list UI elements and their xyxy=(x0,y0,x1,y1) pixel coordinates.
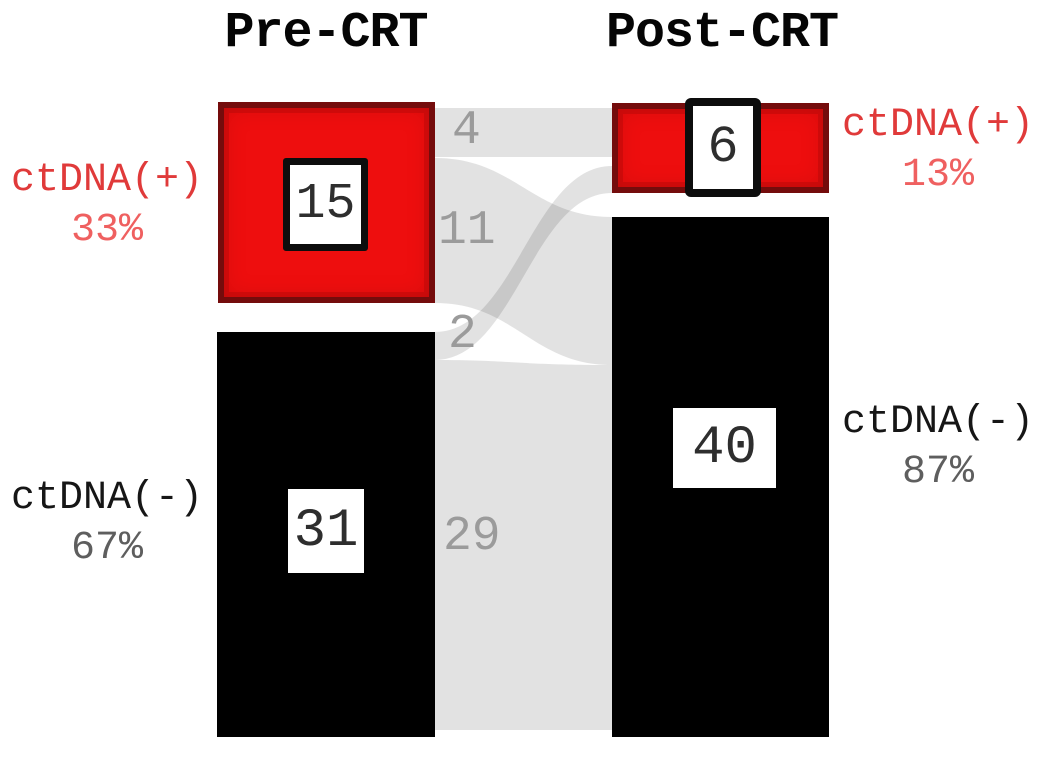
flow-ribbon-pos-to-neg xyxy=(435,158,612,365)
label-post-ctdna-positive: ctDNA(+) 13% xyxy=(832,101,1044,201)
label-percent-pre-positive: 33% xyxy=(70,208,143,253)
flow-ribbon-neg-to-neg xyxy=(435,360,612,730)
value-box-pre-negative: 31 xyxy=(288,489,364,573)
value-box-post-positive: 6 xyxy=(685,98,761,197)
flow-ribbon-neg-to-pos xyxy=(435,166,612,360)
label-name-pre-positive: ctDNA(+) xyxy=(10,158,204,203)
label-post-ctdna-negative: ctDNA(-) 87% xyxy=(832,398,1044,498)
flow-count-neg-to-pos: 2 xyxy=(448,308,477,362)
value-box-post-negative: 40 xyxy=(673,408,776,488)
value-text-pre-positive: 15 xyxy=(295,176,356,233)
column-title-pre-crt: Pre-CRT xyxy=(224,5,428,62)
flow-count-pos-to-pos: 4 xyxy=(452,104,481,158)
label-percent-post-negative: 87% xyxy=(901,450,974,495)
label-pre-ctdna-negative: ctDNA(-) 67% xyxy=(1,474,213,574)
label-name-post-negative: ctDNA(-) xyxy=(841,400,1035,445)
label-pre-ctdna-positive: ctDNA(+) 33% xyxy=(1,156,213,256)
value-box-pre-positive: 15 xyxy=(283,158,368,251)
label-name-post-positive: ctDNA(+) xyxy=(841,103,1035,148)
value-text-post-positive: 6 xyxy=(707,118,739,177)
value-text-post-negative: 40 xyxy=(692,417,757,479)
flow-ribbon-pos-to-pos xyxy=(435,108,612,157)
label-percent-post-positive: 13% xyxy=(901,153,974,198)
column-title-post-crt: Post-CRT xyxy=(605,5,839,62)
label-name-pre-negative: ctDNA(-) xyxy=(10,476,204,521)
flow-count-neg-to-neg: 29 xyxy=(443,510,501,564)
value-text-pre-negative: 31 xyxy=(293,500,359,562)
flow-count-pos-to-neg: 11 xyxy=(438,204,496,258)
label-percent-pre-negative: 67% xyxy=(70,526,143,571)
